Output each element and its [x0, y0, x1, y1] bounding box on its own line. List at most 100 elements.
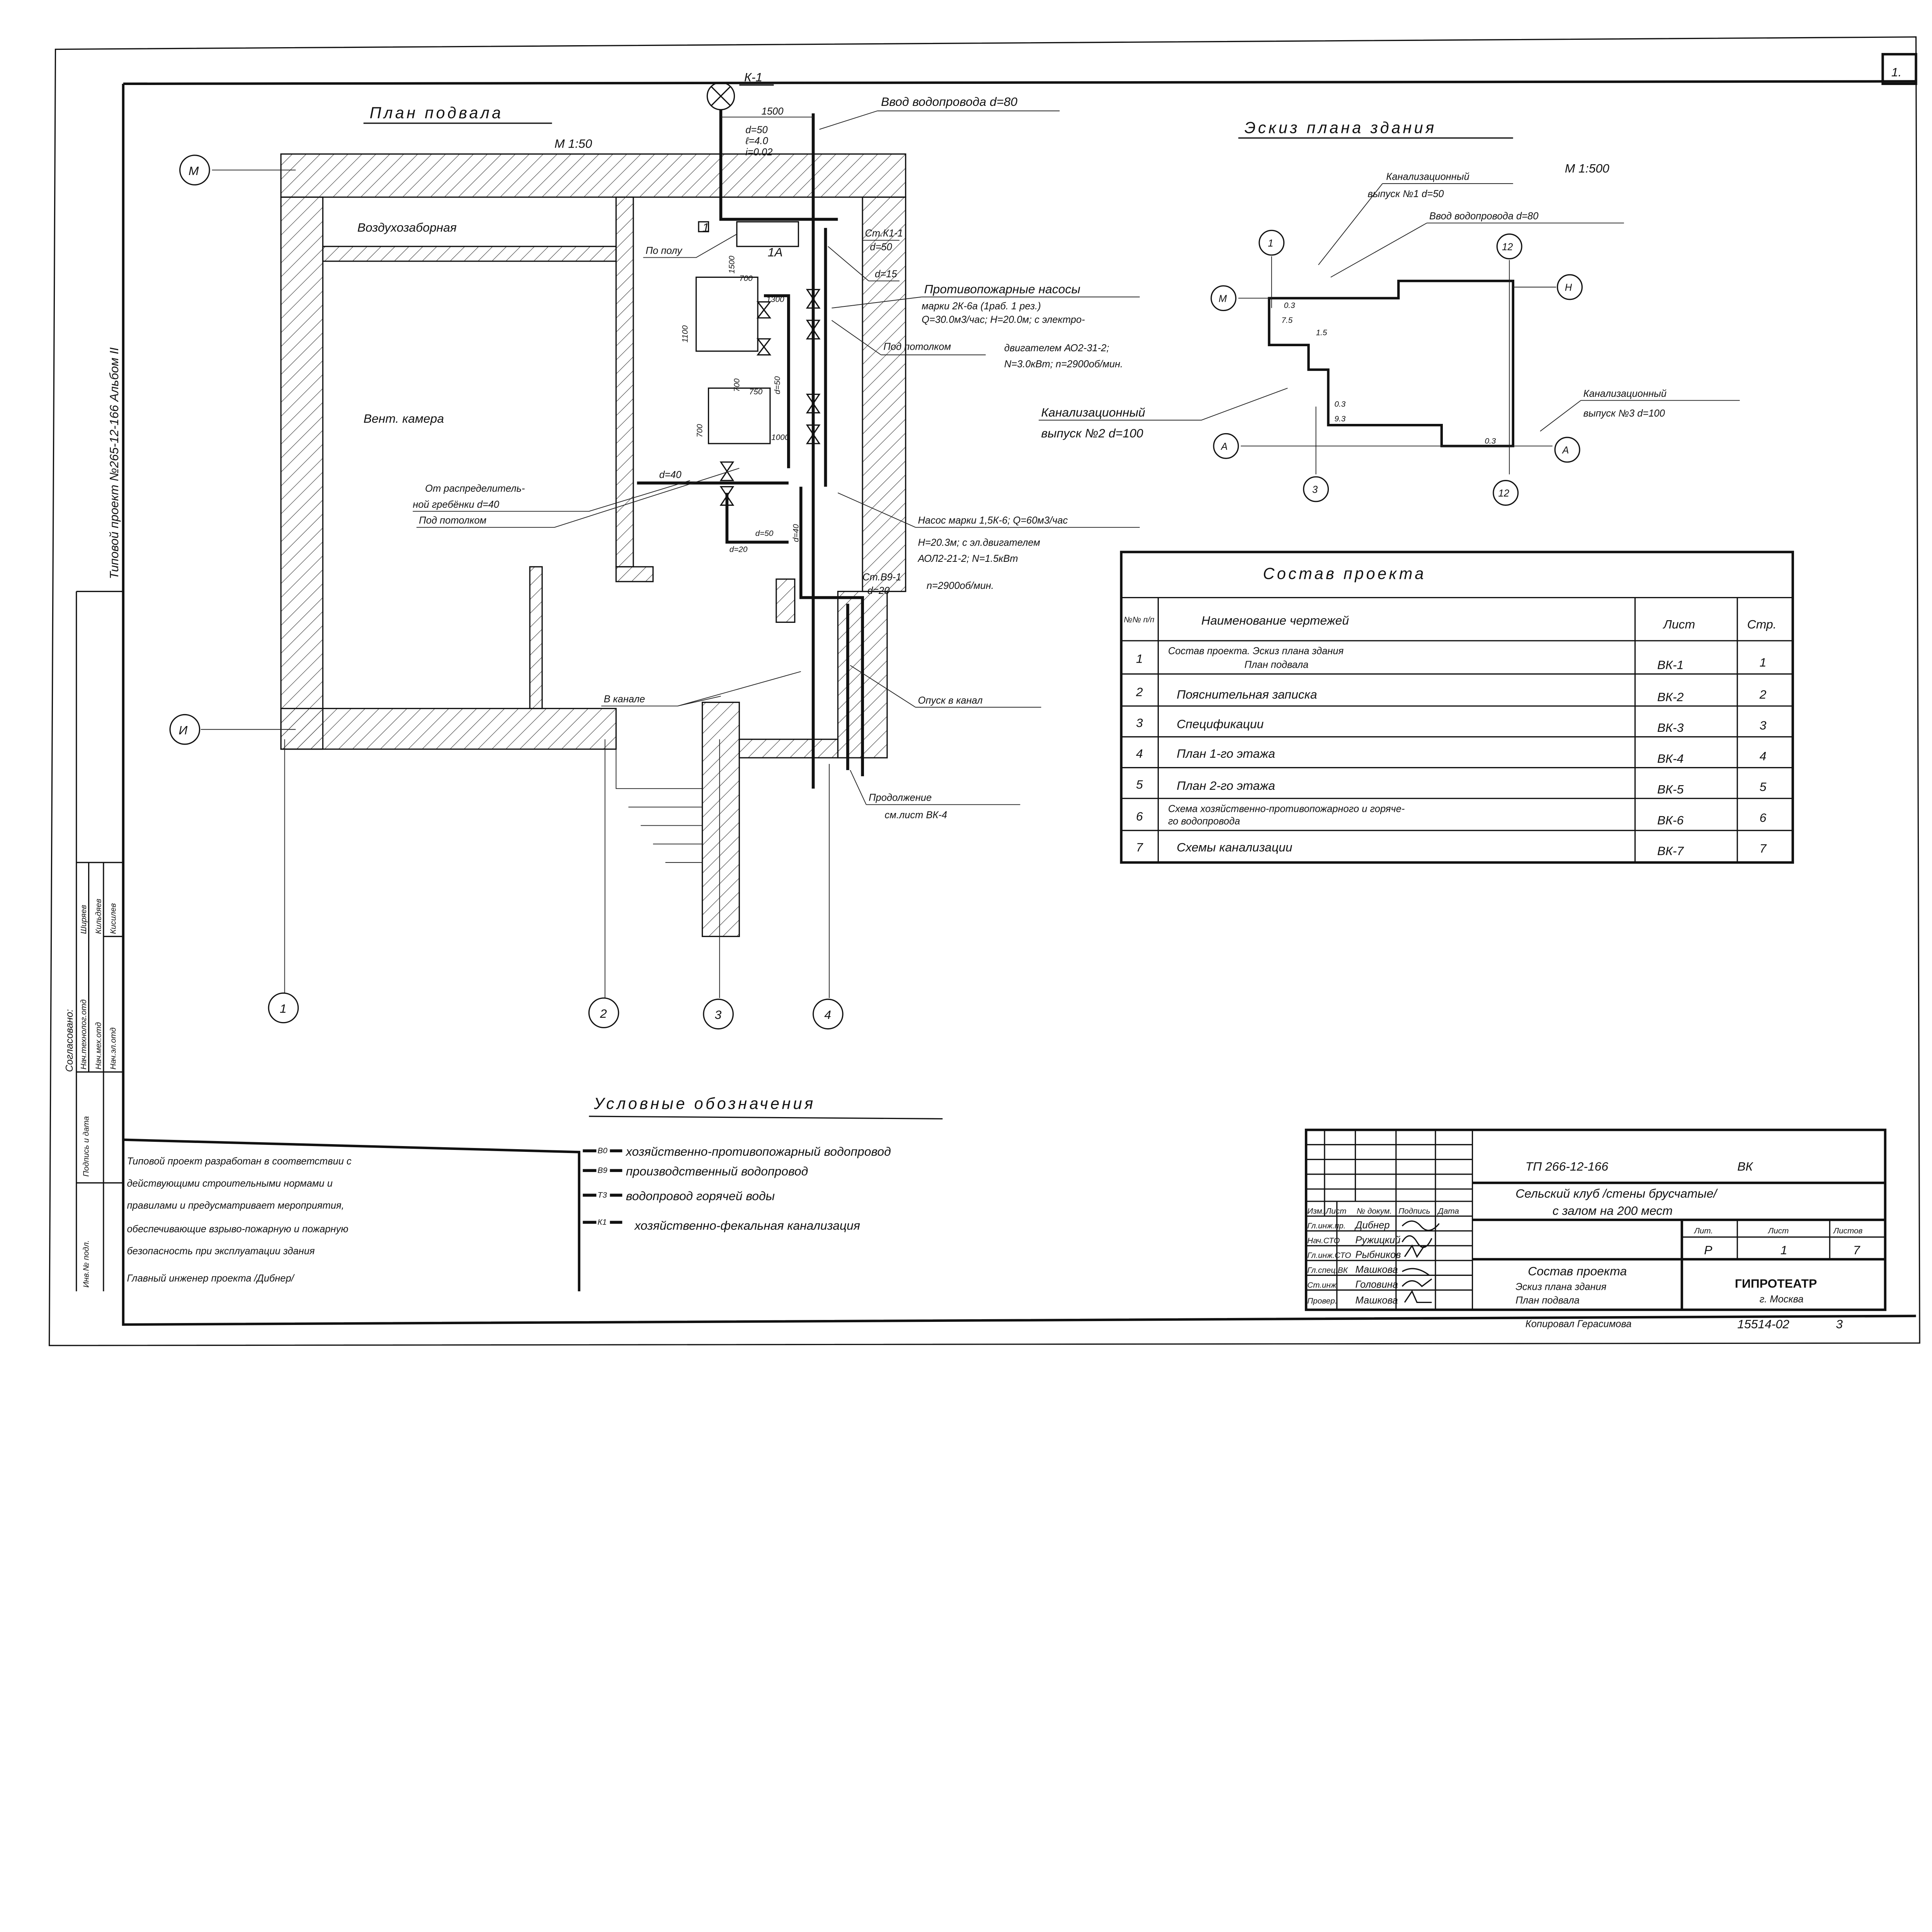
- well-pipe-diameter: d=50: [745, 124, 767, 135]
- format-number: 3: [1836, 1317, 1843, 1331]
- contents-table: [1120, 551, 1794, 864]
- label-text: 3: [714, 1008, 721, 1022]
- sewer-well-icon: [706, 82, 735, 111]
- notes-box: [123, 1138, 580, 1291]
- drawing-stroke: [588, 997, 619, 1029]
- label-text: Дибнер: [1354, 1220, 1390, 1231]
- sketch-axis-3: 3: [1303, 476, 1329, 502]
- fire-pumps-model: марки 2К-6а (1раб. 1 рез.): [922, 301, 1041, 311]
- pump-head-label: H=20.3м; с эл.двигателем: [918, 537, 1040, 548]
- drawing-stroke: [322, 246, 617, 262]
- plan-scale: М 1:50: [554, 137, 592, 151]
- drawing-stroke: [719, 289, 821, 506]
- label-text: М: [1219, 293, 1227, 304]
- label-text: Головина: [1355, 1279, 1398, 1290]
- notes-line: Типовой проект разработан в соответствии…: [127, 1156, 351, 1167]
- inventory-label: Инв.№ подл.: [82, 1240, 91, 1287]
- label-text: Пояснительная записка: [1177, 687, 1317, 701]
- label-text: ВК-1: [1657, 658, 1684, 672]
- organization: ГИПРОТЕАТР: [1735, 1276, 1817, 1290]
- copied-by: Копировал Герасимова: [1526, 1318, 1632, 1329]
- axis-bubble-3: 3: [703, 998, 734, 1030]
- sheet-label: Лист: [1767, 1226, 1789, 1235]
- axis-bubble-1: 1: [268, 992, 299, 1024]
- dimension: 1000: [771, 433, 789, 442]
- organization-city: г. Москва: [1760, 1294, 1804, 1305]
- sketch-axis-m: М: [1210, 285, 1236, 311]
- object-name-1: Сельский клуб /стены брусчатые/: [1515, 1186, 1718, 1200]
- label-text: ВК-2: [1657, 690, 1684, 704]
- approval-name: Кильдяев: [94, 899, 103, 934]
- approval-name: Кисилев: [109, 903, 118, 934]
- sheet-frame: [48, 36, 1920, 1346]
- sheet-number: 1.: [1891, 65, 1902, 79]
- sketch-dimension: 7.5: [1281, 316, 1293, 325]
- well-label: К-1: [744, 70, 762, 84]
- label-text: 5: [1760, 780, 1767, 794]
- drawing-stroke: [862, 196, 906, 592]
- label-text: 4: [1760, 749, 1767, 763]
- sheets-label: Листов: [1833, 1226, 1863, 1235]
- dimension: 700: [696, 424, 704, 437]
- label-text: 2: [600, 1007, 607, 1020]
- staff-row: Гл.инж.пр.Дибнер: [1307, 1220, 1389, 1231]
- drawing-stroke: [1493, 480, 1519, 506]
- label-text: Рыбников: [1355, 1250, 1401, 1260]
- label-text: 3: [1312, 485, 1318, 495]
- d15-label: d=15: [875, 269, 897, 279]
- approval-title: Согласовано:: [64, 1009, 75, 1072]
- sketch-dimension: 1.5: [1316, 328, 1327, 337]
- sheet-title-2: Эскиз плана здания: [1515, 1282, 1607, 1293]
- label-text: 4: [1136, 747, 1143, 760]
- sketch-inlet-label: Ввод водопровода d=80: [1429, 211, 1538, 222]
- from-manifold-label-2: ной гребёнки d=40: [413, 499, 499, 510]
- sheet-title-3: План подвала: [1515, 1295, 1580, 1306]
- label-text: 1: [1136, 652, 1143, 666]
- project-section: ВК: [1737, 1159, 1753, 1173]
- drawing-stroke: [812, 998, 844, 1030]
- label-text: Схема хозяйственно-противопожарного и го…: [1168, 803, 1405, 814]
- dimension: 700: [732, 378, 741, 392]
- label-text: 12: [1502, 242, 1513, 252]
- label-text: 6: [1136, 810, 1143, 823]
- outlet3-label-2: выпуск №3 d=100: [1583, 408, 1665, 419]
- pump-motor-label: АОЛ2-21-2; N=1.5кВт: [917, 553, 1018, 564]
- dimension: 1300: [766, 295, 784, 304]
- drawing-stroke: [280, 707, 617, 750]
- label-text: Состав проекта. Эскиз плана здания: [1168, 646, 1344, 656]
- label-text: 3: [1760, 718, 1767, 732]
- label-text: 3: [1136, 716, 1143, 730]
- staff-row: Ст.инж.Головина: [1307, 1279, 1398, 1290]
- label-text: А: [1561, 445, 1569, 456]
- drawing-stroke: [1682, 1219, 1885, 1259]
- on-floor-label: По полу: [646, 245, 683, 256]
- label-text: Машкова: [1355, 1264, 1398, 1275]
- legend-title: Условные обозначения: [594, 1094, 815, 1112]
- dimension: d=20: [730, 545, 748, 554]
- drawing-stroke: [738, 738, 838, 759]
- table-row: 6 Схема хозяйственно-противопожарного и г…: [1136, 803, 1767, 827]
- label-text: Провер.: [1307, 1297, 1337, 1306]
- sketch-axis-a-right: А: [1554, 437, 1580, 463]
- pipe-network: [637, 109, 864, 789]
- object-name-2: с залом на 200 мест: [1553, 1204, 1673, 1218]
- label-text: Н: [1565, 282, 1572, 293]
- room-air-intake: Воздухозаборная: [357, 220, 457, 234]
- sketch-axes: [1238, 256, 1556, 474]
- drop-channel-label: Опуск в канал: [918, 695, 983, 706]
- drawing-stroke: [268, 992, 299, 1024]
- label-text: План 1-го этажа: [1177, 747, 1275, 760]
- label-text: Машкова: [1355, 1295, 1398, 1306]
- drawing-stroke: [696, 276, 759, 352]
- label-text: И: [179, 723, 187, 737]
- outlet2-label-2: выпуск №2 d=100: [1041, 426, 1143, 440]
- approval-stamp: [76, 591, 123, 1291]
- label-text: 4: [824, 1008, 831, 1022]
- pump-speed-label: n=2900об/мин.: [927, 580, 994, 591]
- label-text: ВК-6: [1657, 813, 1684, 827]
- outlet2-label-1: Канализационный: [1041, 405, 1146, 419]
